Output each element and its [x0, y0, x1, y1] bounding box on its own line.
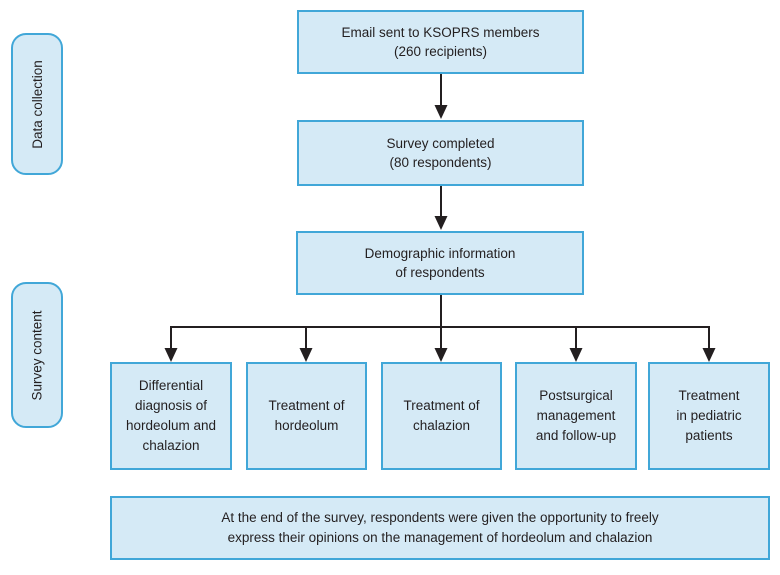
flow-box-email-sent: Email sent to KSOPRS members (260 recipi… — [297, 10, 584, 74]
arrowhead-icon — [702, 348, 716, 362]
stage-label-text: Data collection — [29, 59, 45, 149]
stage-label-survey-content: Survey content — [11, 282, 63, 428]
topic-box-treatment-hordeolum: Treatment of hordeolum — [246, 362, 367, 470]
arrowhead-icon — [569, 348, 583, 362]
flow-box-demographic-info: Demographic information of respondents — [296, 231, 584, 295]
topic-box-pediatric-patients: Treatment in pediatric patients — [648, 362, 770, 470]
topic-box-postsurgical-management: Postsurgical management and follow-up — [515, 362, 637, 470]
arrowhead-icon — [299, 348, 313, 362]
topic-box-treatment-chalazion: Treatment of chalazion — [381, 362, 502, 470]
stage-label-text: Survey content — [29, 309, 45, 401]
footer-note-box: At the end of the survey, respondents we… — [110, 496, 770, 560]
topic-box-differential-diagnosis: Differential diagnosis of hordeolum and … — [110, 362, 232, 470]
arrowhead-icon — [434, 348, 448, 362]
arrowhead-icon — [434, 216, 448, 230]
arrowhead-icon — [434, 105, 448, 119]
stage-label-data-collection: Data collection — [11, 33, 63, 175]
flow-box-survey-completed: Survey completed (80 respondents) — [297, 120, 584, 186]
arrowhead-icon — [164, 348, 178, 362]
